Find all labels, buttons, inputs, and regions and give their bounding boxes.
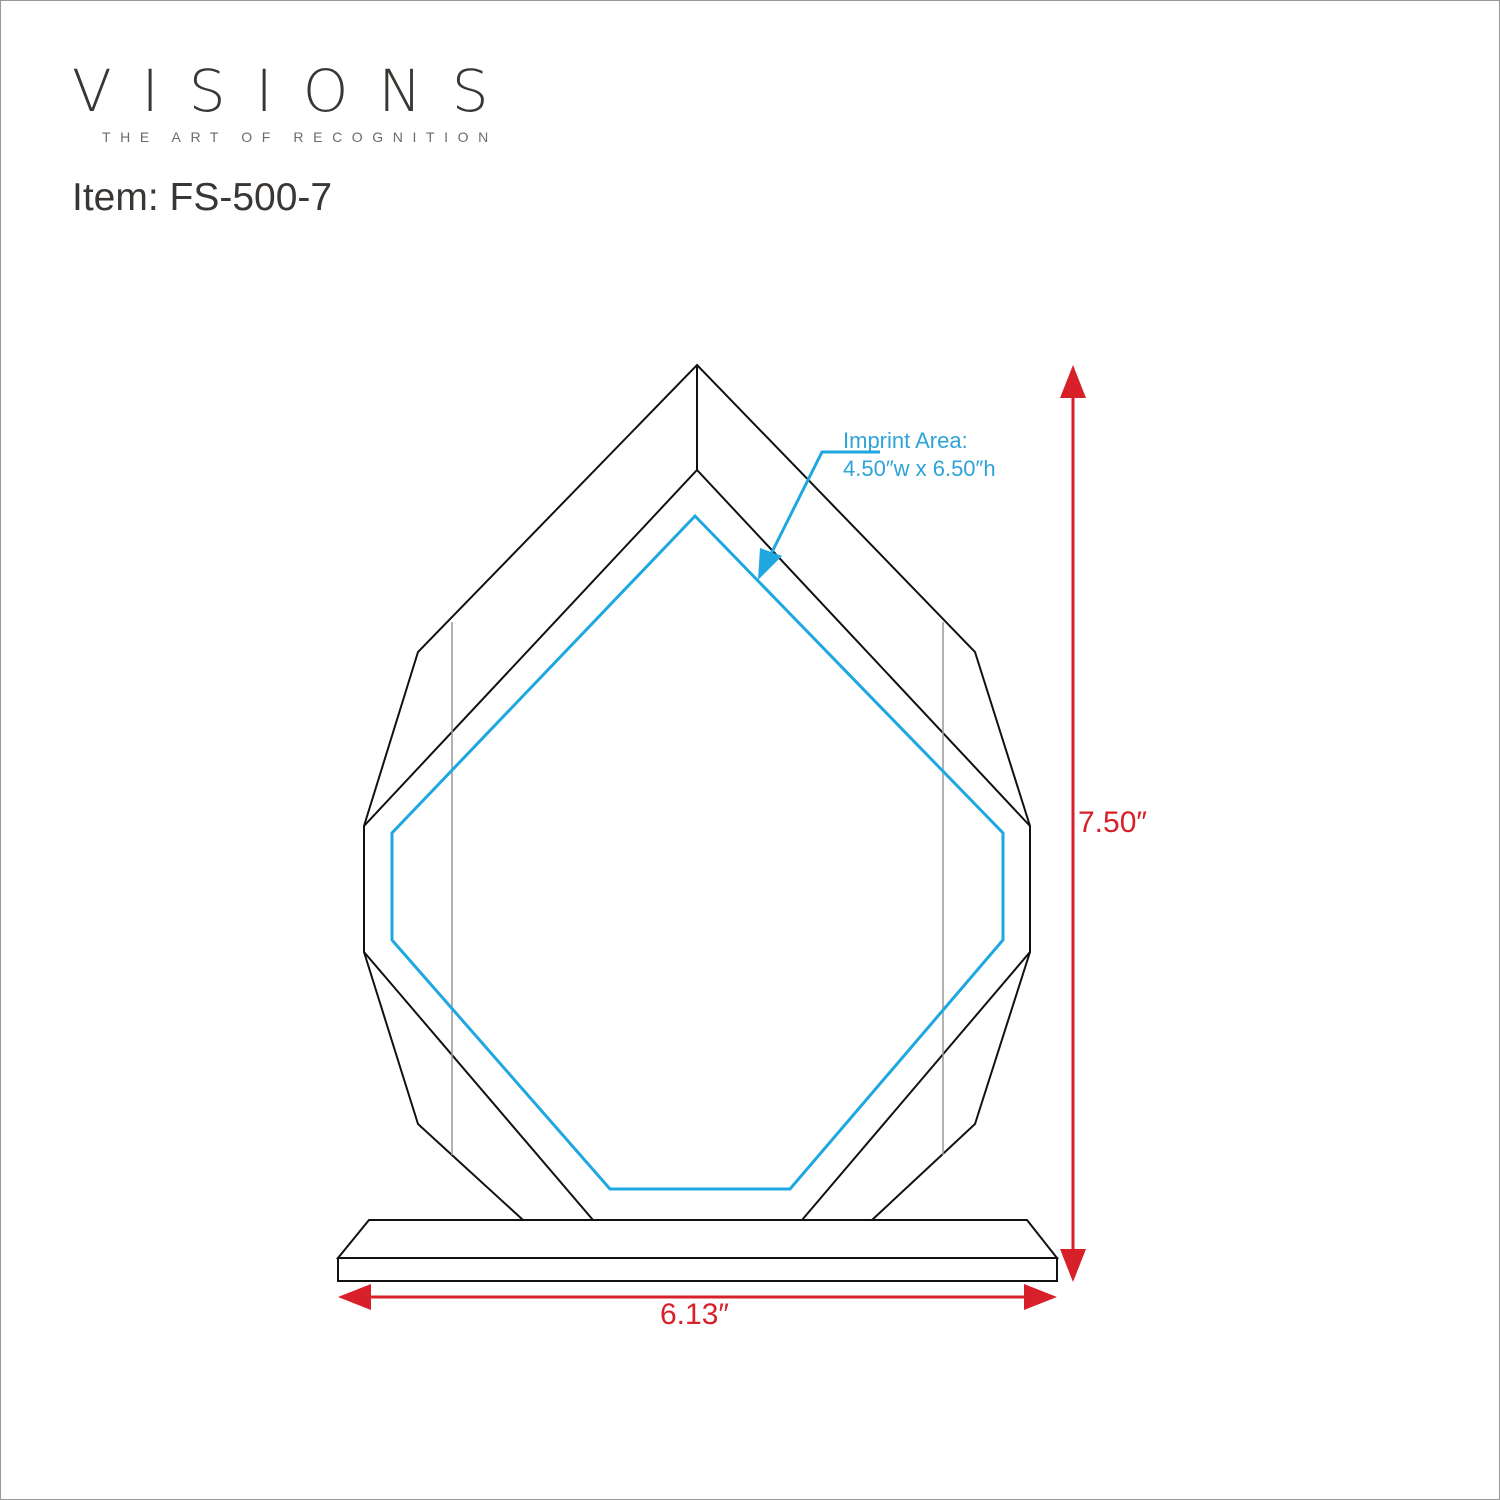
item-number: Item: FS-500-7 — [72, 176, 333, 219]
imprint-area — [390, 513, 1005, 1191]
base-top — [335, 1219, 1060, 1259]
brand-tagline: THE ART OF RECOGNITION — [102, 129, 498, 145]
width-dimension — [338, 1284, 1057, 1310]
imprint-size: 4.50″w x 6.50″h — [843, 456, 996, 481]
award-outline — [335, 363, 1060, 1282]
imprint-title: Imprint Area: — [843, 428, 968, 453]
side-edges — [451, 622, 944, 1155]
height-dimension — [1060, 365, 1086, 1282]
width-label: 6.13″ — [660, 1298, 730, 1331]
imprint-label: Imprint Area: 4.50″w x 6.50″h — [843, 427, 996, 483]
imprint-leader-arrow — [758, 450, 880, 580]
award-outer-shape — [363, 363, 1031, 1221]
brand-logo: VISIONS — [72, 57, 519, 125]
base-front — [337, 1257, 1058, 1282]
award-inner-bevel — [363, 468, 1031, 827]
height-label: 7.50″ — [1078, 806, 1148, 839]
